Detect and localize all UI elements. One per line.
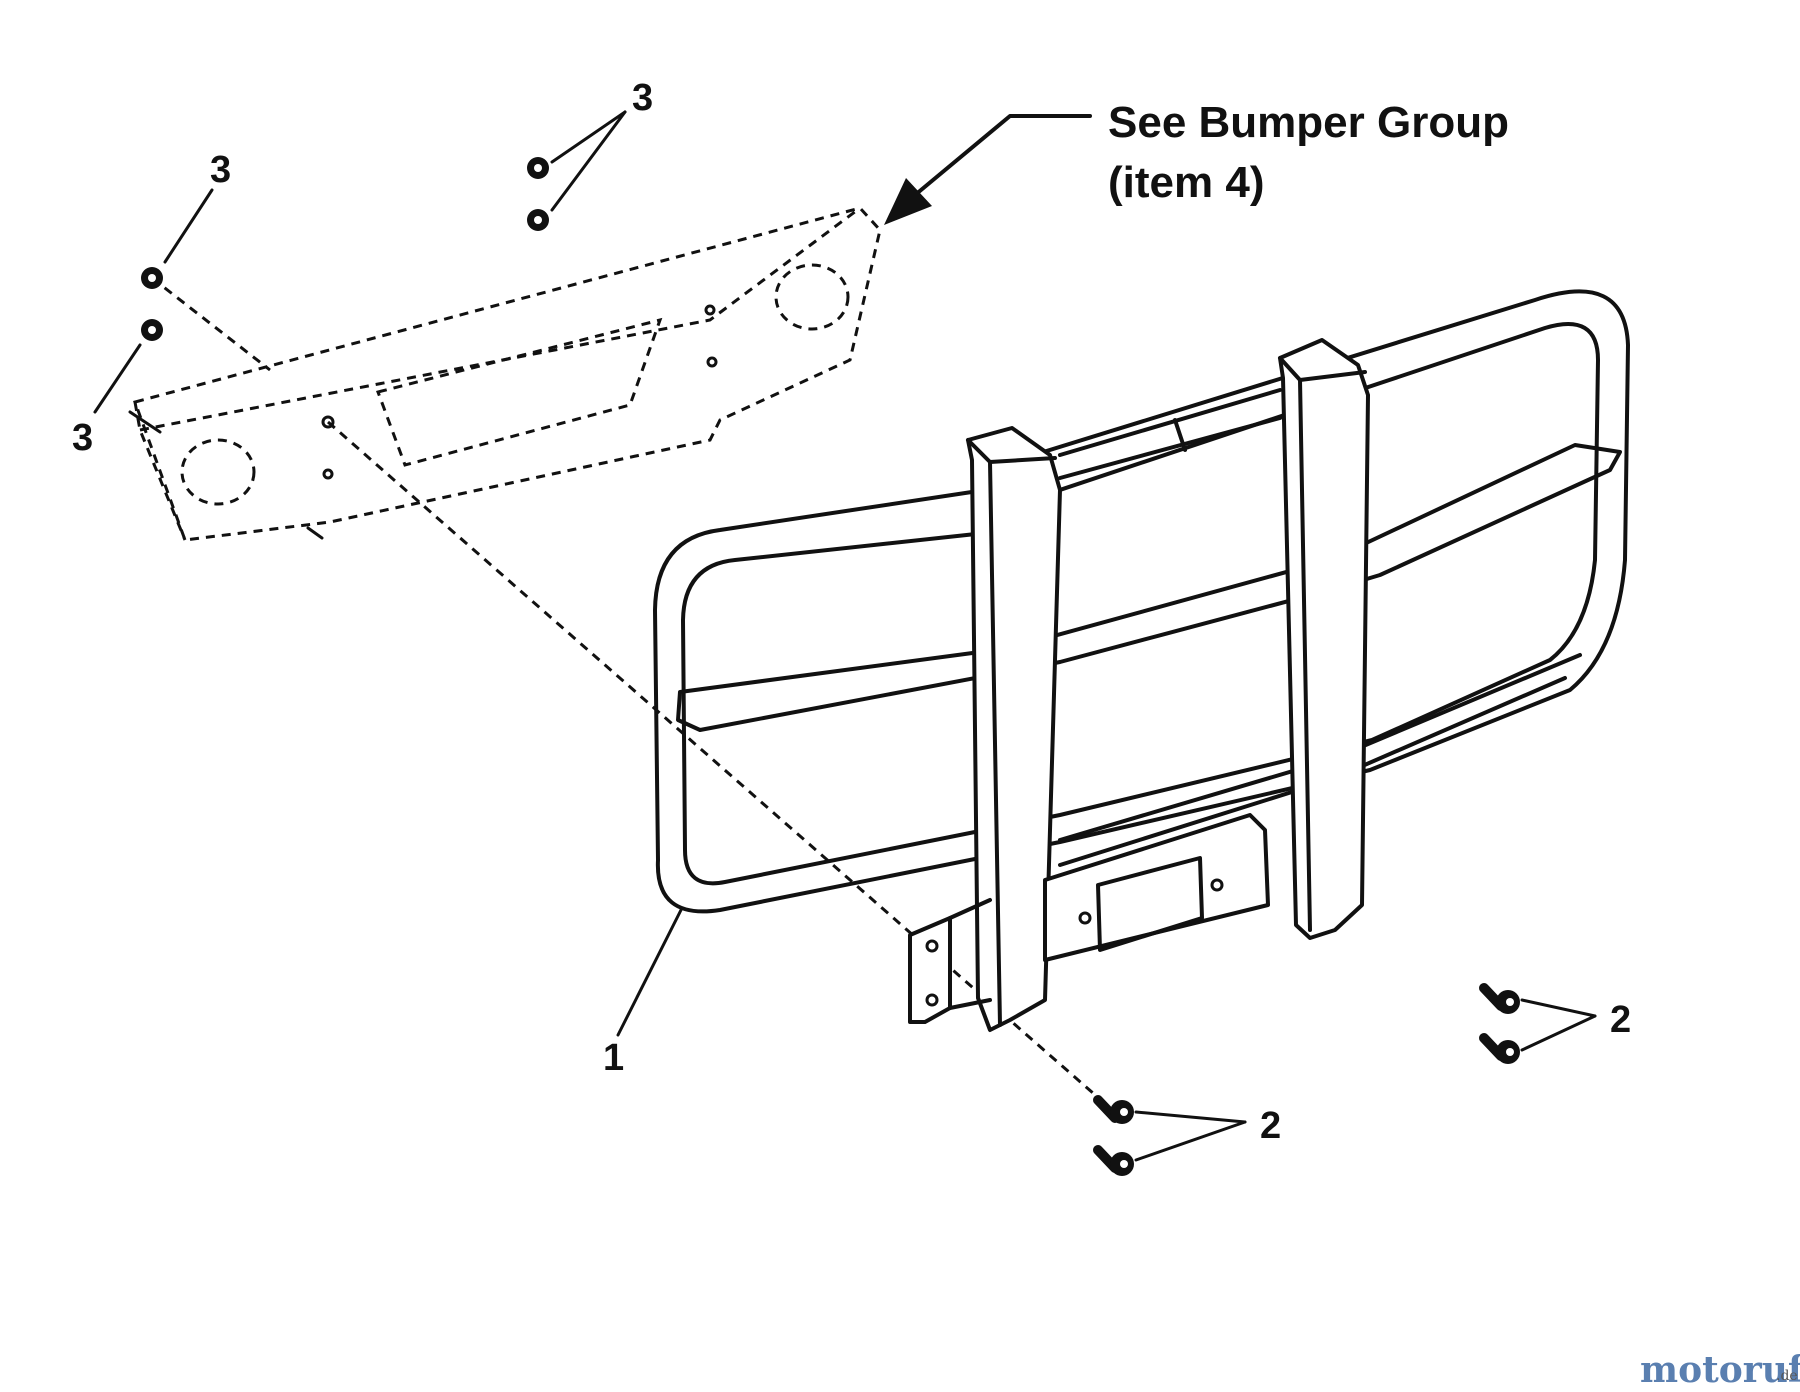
callout-line1: See Bumper Group [1108,98,1509,147]
callout-line2: (item 4) [1108,158,1264,207]
leader-lines [93,110,1597,1162]
bumper-group-outline [128,206,882,542]
bolt-icon [1479,1033,1520,1064]
watermark-logo: motoruf .de [1640,1349,1800,1391]
callout-arrow [884,114,1092,225]
bolt-icon [1093,1095,1134,1124]
nut-icon [527,157,549,179]
watermark-text: motoruf [1640,1349,1800,1391]
bolt-icons [1093,983,1520,1176]
assembly-lines [151,276,1119,1117]
label-item-3: 3 [72,417,93,459]
bolt-icon [1479,983,1520,1014]
label-item-1: 1 [603,1037,624,1079]
label-item-2: 2 [1260,1105,1281,1147]
nut-icons [141,157,549,341]
nut-icon [527,209,549,231]
nut-icon [141,319,163,341]
watermark-suffix: .de [1776,1368,1798,1384]
label-item-2: 2 [1610,999,1631,1041]
bolt-icon [1093,1145,1134,1176]
nut-icon [141,267,163,289]
label-item-3: 3 [210,149,231,191]
brush-guard [653,289,1630,1032]
label-item-3: 3 [632,77,653,119]
